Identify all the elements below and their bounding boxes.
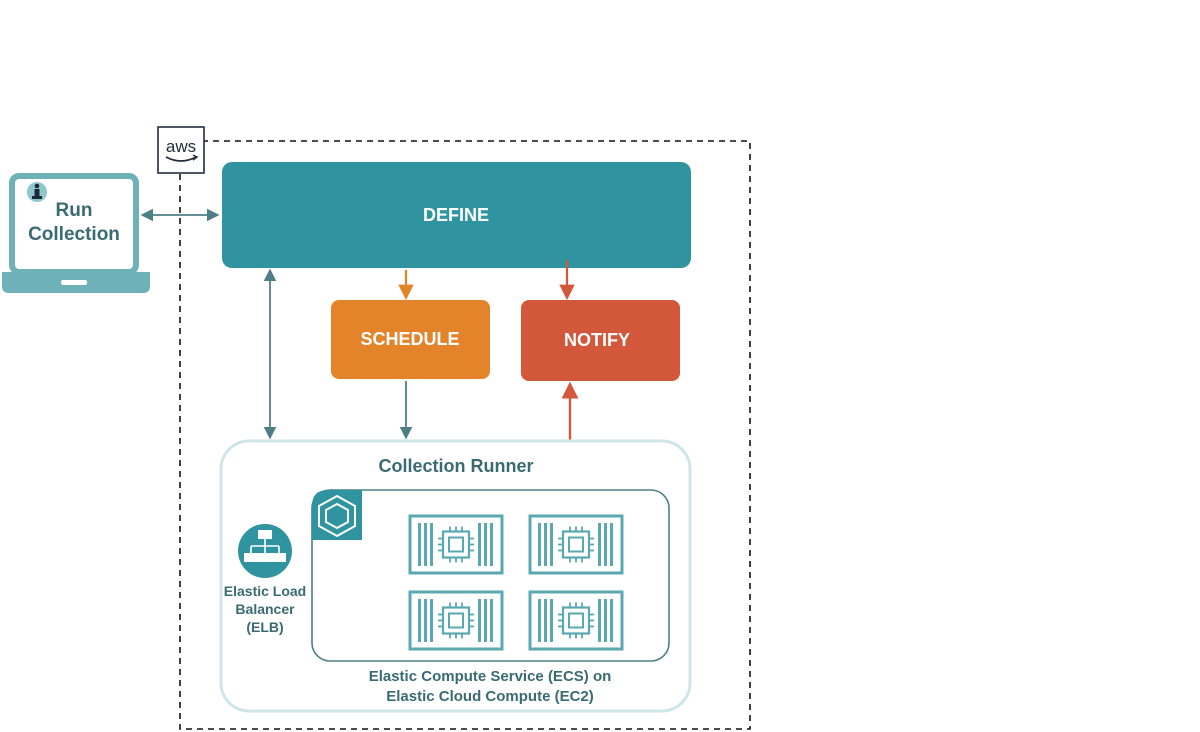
define-box: DEFINE (222, 162, 691, 268)
aws-logo-icon: aws (157, 126, 205, 174)
elb-label-line3: (ELB) (246, 619, 283, 635)
ecs-label-line1: Elastic Compute Service (ECS) on (369, 668, 612, 685)
elb-icon (238, 524, 292, 578)
ec2-instance-icon (528, 590, 624, 651)
elb-label-line2: Balancer (235, 601, 295, 617)
ec2-instance-icon (528, 514, 624, 575)
ec2-instance-icon (408, 590, 504, 651)
laptop-label-line1: Run (56, 200, 93, 221)
aws-logo-text: aws (166, 137, 196, 156)
notify-label: NOTIFY (564, 330, 630, 350)
ecs-icon (312, 490, 362, 540)
notify-box: NOTIFY (521, 300, 680, 381)
collection-runner-title: Collection Runner (378, 456, 533, 476)
schedule-label: SCHEDULE (360, 329, 459, 349)
ec2-instance-icon (408, 514, 504, 575)
postman-logo-icon (27, 182, 47, 202)
laptop-icon: Run Collection (2, 173, 150, 293)
aws-boundary (179, 140, 751, 730)
ecs-label-line2: Elastic Cloud Compute (EC2) (386, 688, 594, 705)
elb-label-line1: Elastic Load (224, 583, 306, 599)
define-label: DEFINE (423, 205, 489, 225)
ecs-cluster (311, 489, 670, 662)
schedule-box: SCHEDULE (331, 300, 490, 379)
laptop-label-line2: Collection (28, 224, 120, 245)
